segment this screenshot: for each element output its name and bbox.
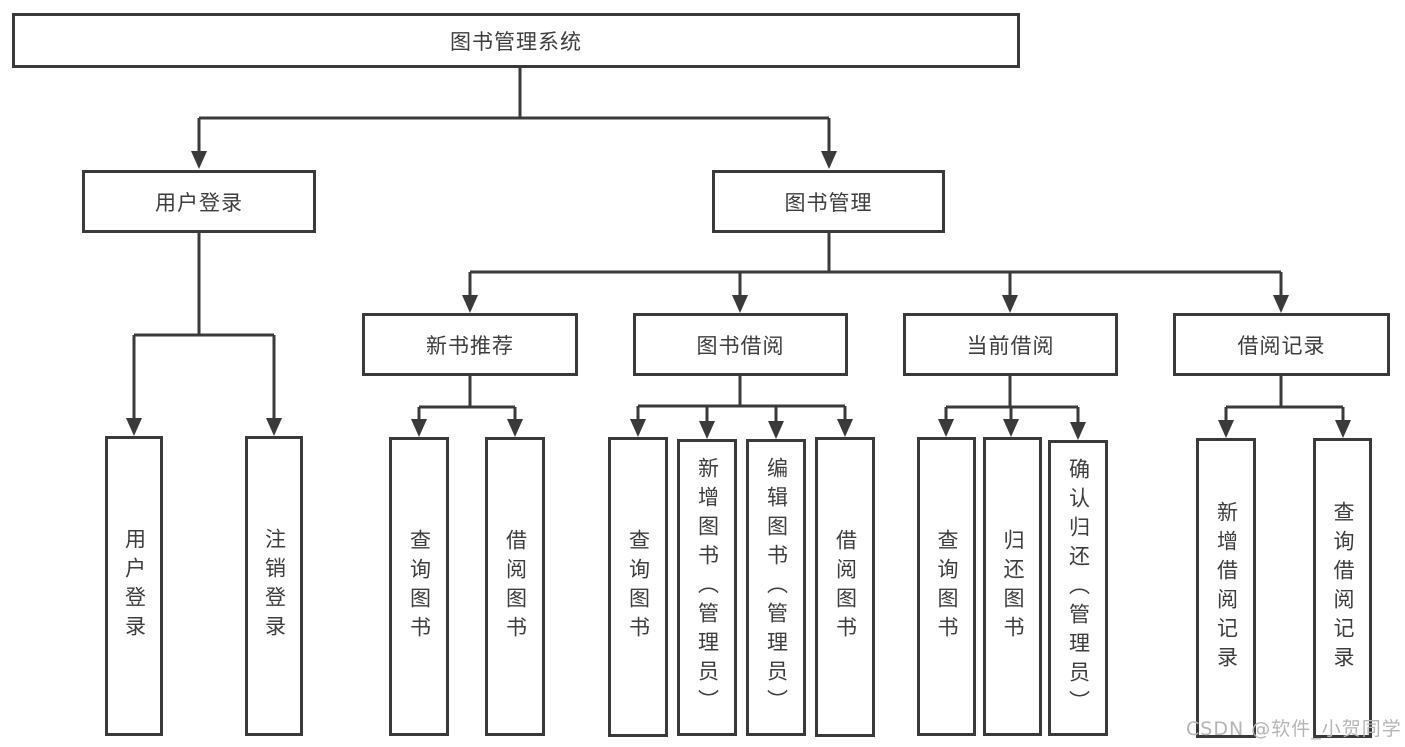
node-book-management: 图书管理: [712, 170, 945, 233]
leaf-newbooks-query: 查询图书: [389, 437, 449, 736]
leaf-logout: 注销登录: [245, 436, 303, 736]
node-borrow-records: 借阅记录: [1173, 313, 1390, 376]
leaf-borrow-query: 查询图书: [608, 437, 668, 737]
connector-currentborrow-to-leaves: [944, 376, 1080, 423]
leaf-records-query: 查询借阅记录: [1313, 438, 1372, 738]
leaf-current-return: 归还图书: [983, 437, 1042, 736]
connector-borrowrecords-to-leaves: [1224, 376, 1345, 421]
connector-bookborrow-to-leaves: [636, 376, 847, 421]
leaf-current-confirm-admin: 确认归还（管理员）: [1048, 440, 1108, 736]
leaf-current-query: 查询图书: [917, 437, 976, 736]
node-user-login-branch: 用户登录: [82, 170, 316, 233]
leaf-borrow-add-admin: 新增图书（管理员）: [677, 439, 737, 736]
node-book-borrow: 图书借阅: [633, 313, 848, 376]
leaf-borrow-edit-admin: 编辑图书（管理员）: [746, 439, 806, 736]
node-current-borrow: 当前借阅: [903, 313, 1118, 376]
leaf-borrow-borrow: 借阅图书: [815, 437, 875, 737]
node-root: 图书管理系统: [12, 13, 1020, 68]
connector-userlogin-to-leaves: [132, 233, 276, 419]
connector-bookmgmt-to-level3: [468, 233, 1283, 296]
leaf-newbooks-borrow: 借阅图书: [485, 437, 545, 736]
connector-root-to-level2: [197, 68, 831, 152]
node-new-books: 新书推荐: [362, 313, 578, 376]
leaf-records-add: 新增借阅记录: [1196, 438, 1256, 738]
leaf-user-login: 用户登录: [105, 436, 163, 736]
arrowheads: [126, 151, 1351, 440]
watermark: CSDN @软件_小贺同学: [1186, 718, 1402, 740]
connector-newbooks-to-leaves: [417, 376, 517, 420]
